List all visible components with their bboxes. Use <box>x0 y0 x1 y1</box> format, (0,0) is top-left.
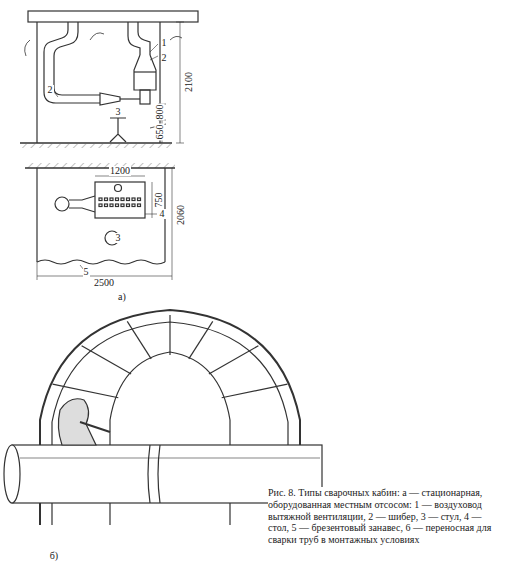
pipe-end <box>4 445 20 503</box>
damper <box>134 55 156 90</box>
dimension-line <box>172 262 173 280</box>
dimension-label: 2100 <box>184 71 194 93</box>
dimension-line <box>172 168 173 262</box>
grate <box>138 198 141 201</box>
dimension-label: 2500 <box>93 278 115 288</box>
grate <box>110 198 113 201</box>
callout-number: 3 <box>115 233 122 243</box>
exhaust-duct <box>138 22 150 55</box>
chair <box>110 118 126 142</box>
pipe-joint <box>148 445 160 503</box>
table <box>95 182 145 218</box>
frame-ribs <box>169 315 170 355</box>
leader-line <box>150 44 158 52</box>
dimension-label: 650 <box>154 124 164 141</box>
grate <box>132 204 135 207</box>
grate <box>99 198 102 201</box>
leader-line <box>150 56 158 60</box>
frame-ribs <box>222 384 288 398</box>
leader-line <box>145 214 157 215</box>
grate <box>121 204 124 207</box>
grate <box>105 204 108 207</box>
dimension-line <box>152 182 153 218</box>
frame-ribs <box>53 315 288 398</box>
callout-number: 1 <box>161 38 168 48</box>
exhaust-duct <box>120 98 140 99</box>
dimension-line <box>176 143 184 144</box>
grate <box>138 204 141 207</box>
welder <box>58 399 96 445</box>
frame-ribs <box>189 321 213 359</box>
frame-ribs <box>82 346 131 374</box>
damper-plate <box>134 71 156 72</box>
dimension-line <box>37 276 172 277</box>
duct-section <box>55 197 69 211</box>
grate <box>105 198 108 201</box>
suction-hood <box>100 93 120 105</box>
callout-number: 2 <box>161 53 168 63</box>
wall-hatch <box>25 163 175 168</box>
table-hole <box>115 185 122 192</box>
booth-wall <box>25 167 175 169</box>
dimension-label: 750 <box>153 192 163 209</box>
frame-ribs <box>127 321 151 359</box>
exhaust-duct <box>44 22 100 103</box>
figure-caption: Рис. 8. Типы сварочных кабин: а — стацио… <box>268 487 504 546</box>
booth-plan <box>25 163 175 280</box>
grate <box>127 198 130 201</box>
exhaust-duct <box>140 90 150 104</box>
leader-line <box>54 92 58 97</box>
grate <box>99 204 102 207</box>
dimension-label: 1200 <box>109 166 131 176</box>
exhaust-duct <box>54 22 100 95</box>
suction-hood <box>69 196 95 212</box>
grate <box>116 204 119 207</box>
callout-number: 4 <box>159 209 166 219</box>
grate <box>116 198 119 201</box>
grate <box>110 204 113 207</box>
callout-number: 3 <box>115 107 122 117</box>
grate <box>99 198 141 207</box>
dimension-line <box>180 22 181 143</box>
callout-number: 5 <box>83 267 90 277</box>
callout-number: 2 <box>47 85 54 95</box>
booth-wall <box>36 22 37 143</box>
electrode-holder <box>80 422 110 432</box>
main-duct <box>28 11 198 22</box>
dimension-line <box>176 22 184 23</box>
callout-number: б) <box>49 551 59 561</box>
frame-ribs <box>209 346 258 374</box>
grate <box>121 198 124 201</box>
dimension-label: 2060 <box>176 204 186 226</box>
floor-hatch <box>20 143 172 148</box>
curtain <box>37 260 165 264</box>
dimension-line <box>37 262 38 280</box>
air-flow <box>25 33 182 128</box>
grate <box>132 198 135 201</box>
callout-number: а) <box>117 292 127 302</box>
frame-ribs <box>53 384 119 398</box>
grate <box>127 204 130 207</box>
pipe-shading <box>20 458 320 459</box>
dimension-label: 800 <box>154 104 164 121</box>
booth-wall <box>36 168 37 262</box>
booth-elevation <box>20 11 198 148</box>
